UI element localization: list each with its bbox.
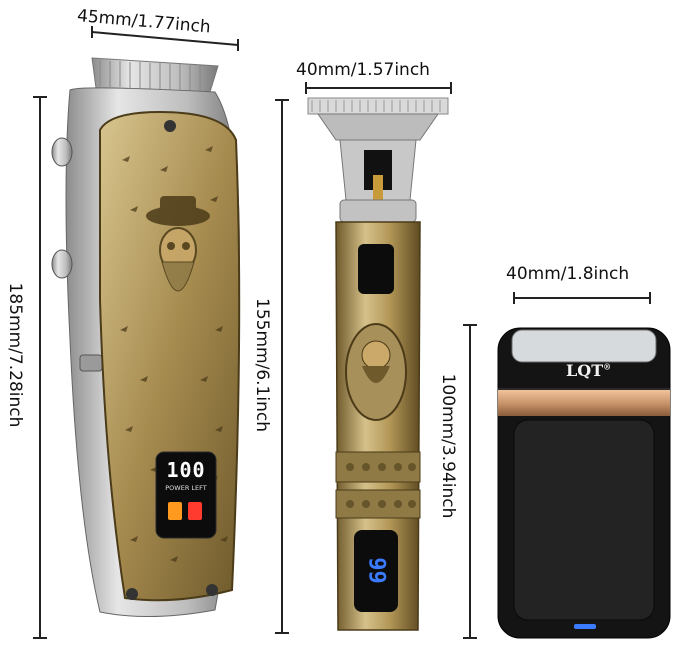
clipper-display-caption: POWER LEFT — [165, 484, 207, 492]
shaver-brand-logo: LQT® — [566, 361, 611, 380]
clipper-battery-display: 100 — [166, 458, 206, 482]
trimmer-width-label: 40mm/1.57inch — [296, 60, 430, 80]
shaver-brand-text: LQT — [566, 361, 604, 380]
shaver-brand-mark: ® — [603, 361, 612, 372]
shaver-width-label: 40mm/1.8inch — [506, 264, 630, 284]
clipper-battery-icon — [188, 502, 202, 520]
clipper-charging-icon — [168, 502, 182, 520]
